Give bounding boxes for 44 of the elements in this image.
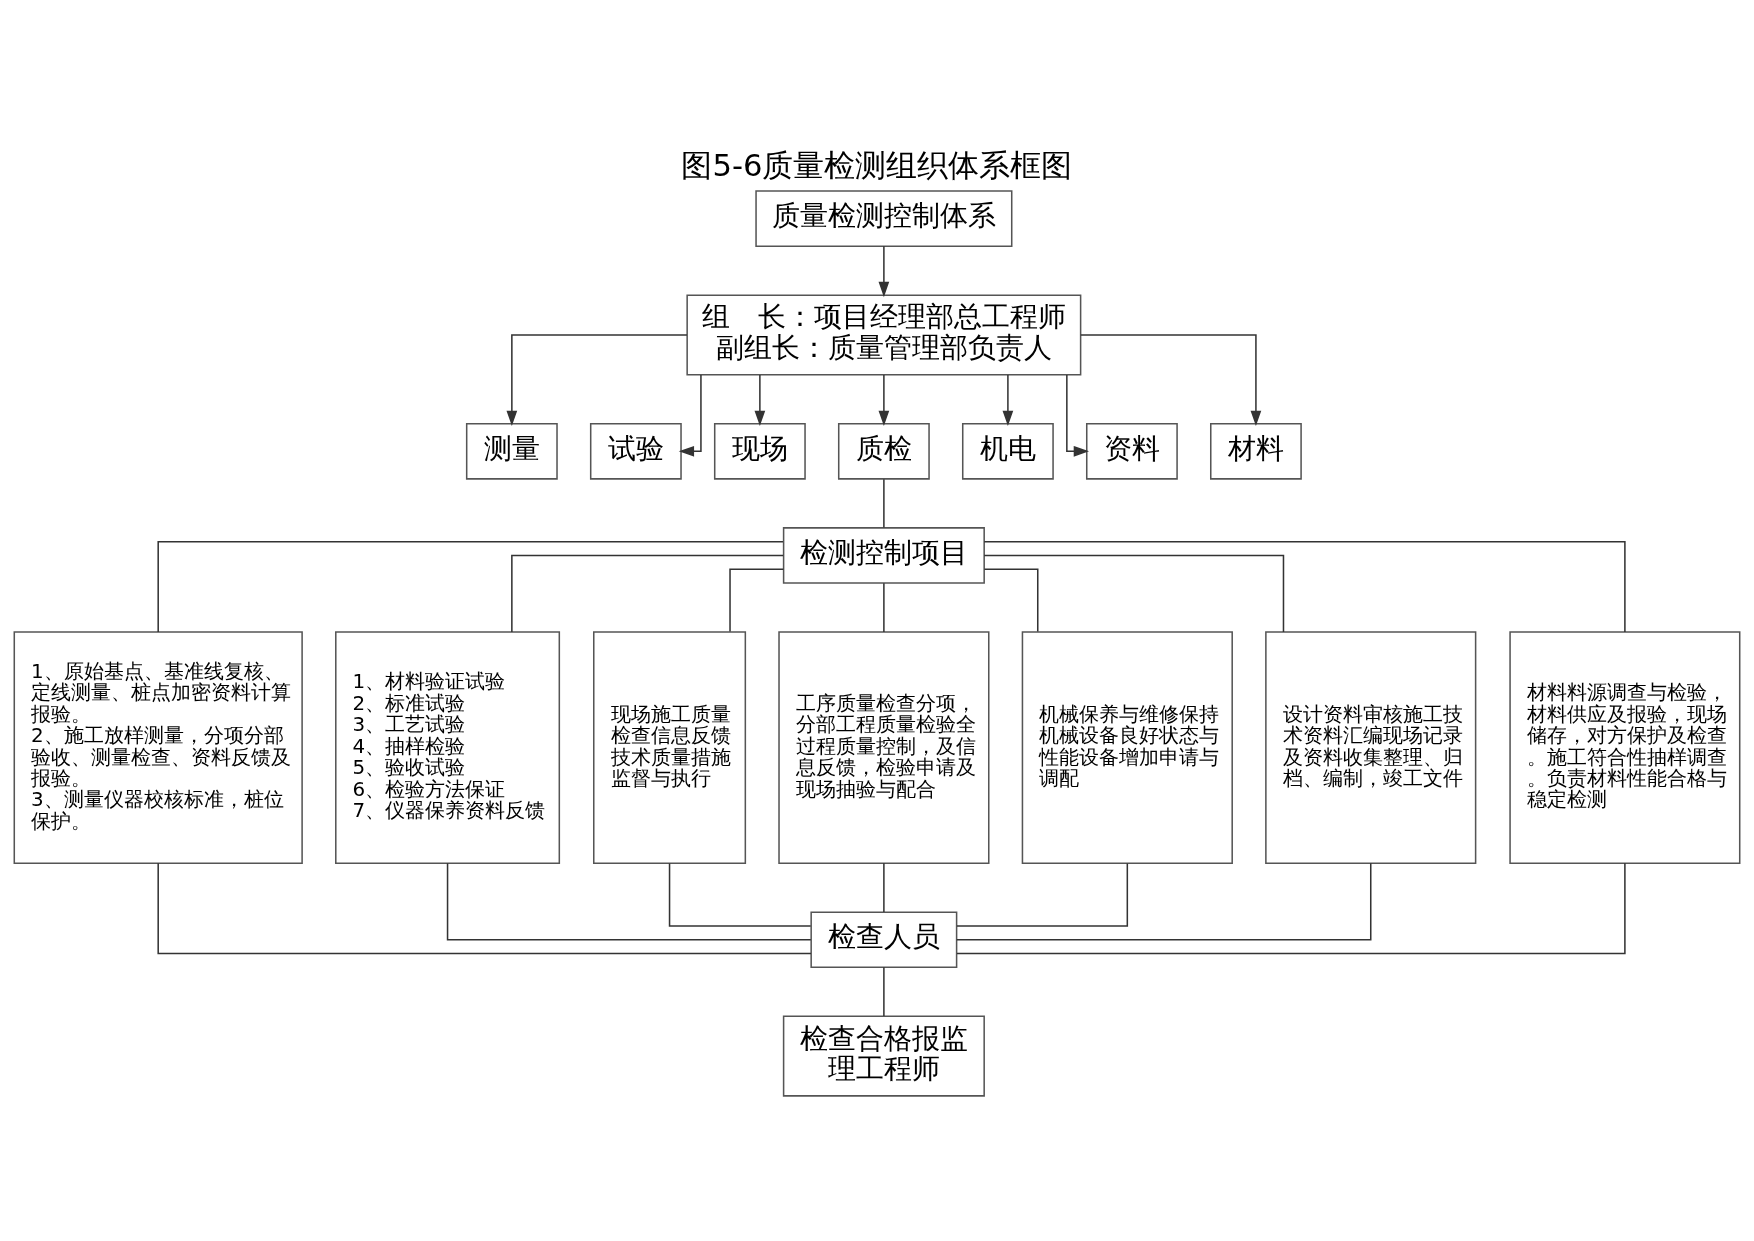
connector <box>883 582 885 633</box>
node-box: 工序质量检查分项，分部工程质量检验全过程质量控制，及信息反馈，检验申请及现场抽验与配合 <box>778 631 990 864</box>
node-box: 检查人员 <box>810 911 958 969</box>
arrow <box>754 374 766 426</box>
connector <box>446 862 812 941</box>
node-box: 设计资料审核施工技术资料汇编现场记录及资料收集整理、归档、编制，竣工文件 <box>1265 631 1477 864</box>
connector <box>983 540 1626 633</box>
arrow <box>1002 374 1014 426</box>
node-box: 1、材料验证试验 2、标准试验 3、工艺试验 4、抽样检验 5、验收试验 6、检验方法保证 7、仪器保养资料反馈 <box>335 631 561 864</box>
connector <box>883 966 885 1017</box>
node-box: 机电 <box>961 423 1054 480</box>
node-box: 现场施工质量检查信息反馈技术质量措施监督与执行 <box>593 631 747 864</box>
node-box: 测量 <box>465 423 558 480</box>
node-box: 机械保养与维修保持机械设备良好状态与性能设备增加申请与调配 <box>1021 631 1233 864</box>
node-box: 质检 <box>837 423 930 480</box>
connector <box>983 554 1285 633</box>
connector <box>157 862 812 955</box>
node-box: 材料料源调查与检验，材料供应及报验，现场储存，对方保护及检查。施工符合性抽样调查。负责材料性能合格与稳定检测 <box>1509 631 1741 864</box>
arrow <box>1080 334 1262 427</box>
connector <box>668 862 812 927</box>
arrow <box>878 374 890 426</box>
node-box: 现场 <box>713 423 806 480</box>
node-box: 材料 <box>1210 423 1302 480</box>
connector <box>157 540 784 633</box>
arrow <box>878 245 890 298</box>
node-box: 检查合格报监理工程师 <box>782 1015 985 1097</box>
connector <box>883 862 885 913</box>
connector <box>729 568 785 633</box>
arrow <box>1066 374 1090 457</box>
node-box: 1、原始基点、基准线复核、定线测量、桩点加密资料计算报验。 2、施工放样测量，分项分部验收、测量检查、资料反馈及报验。 3、测量仪器校核标准，桩位保护。 <box>13 631 303 864</box>
connector <box>956 862 1626 955</box>
node-box: 质量检测控制体系 <box>755 190 1013 247</box>
node-box: 资料 <box>1086 423 1178 480</box>
connector <box>983 568 1039 633</box>
arrow <box>678 374 702 457</box>
connector <box>883 478 885 529</box>
node-box: 检测控制项目 <box>782 527 985 584</box>
diagram-title: 图5-6质量检测组织体系框图 <box>681 147 1073 183</box>
connector <box>511 554 784 633</box>
node-box: 组 长：项目经理部总工程师 副组长：质量管理部负责人 <box>686 294 1082 376</box>
connector <box>956 862 1129 927</box>
connector <box>956 862 1372 941</box>
node-box: 试验 <box>589 423 682 480</box>
arrow <box>506 334 688 427</box>
